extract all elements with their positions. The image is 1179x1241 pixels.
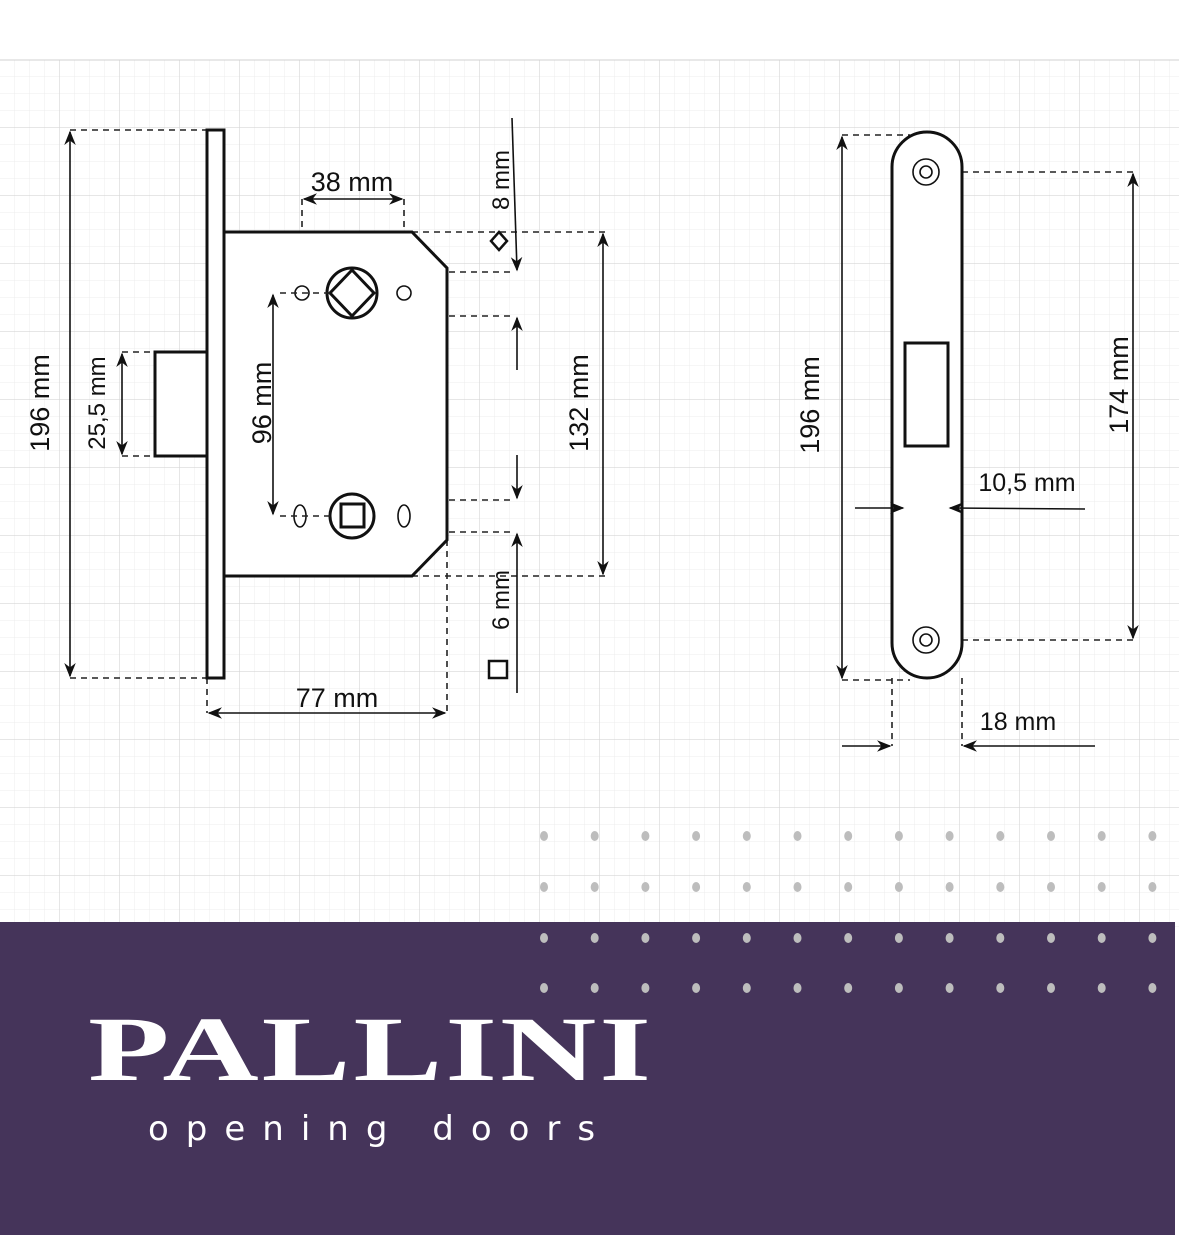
decorative-dot	[996, 882, 1005, 892]
decorative-dot	[996, 831, 1005, 841]
decorative-dot	[1047, 933, 1055, 943]
decorative-dot	[793, 983, 802, 993]
decorative-dot	[844, 933, 853, 943]
decorative-dot	[1047, 983, 1055, 993]
screw-hole-top	[912, 158, 940, 186]
spindle-square-label: 8 mm	[488, 150, 515, 210]
decorative-dot	[742, 983, 751, 993]
decorative-dot	[1097, 983, 1106, 993]
decorative-dot	[996, 933, 1005, 943]
decorative-dot	[945, 882, 954, 892]
decorative-dot	[590, 983, 599, 993]
handle-cylinder-distance-label: 96 mm	[247, 362, 277, 445]
decorative-dot	[1097, 933, 1106, 943]
latch-width-label: 10,5 mm	[978, 469, 1075, 497]
lock-body-side-view: 196 mm 25,5 mm 38 mm 8 mm 96 mm 132 mm 6…	[25, 117, 609, 719]
brand-panel	[0, 922, 1175, 1235]
grid-background	[0, 59, 1179, 930]
spindle-hole	[325, 266, 379, 320]
decorative-dot	[742, 882, 751, 892]
decorative-dot	[540, 831, 548, 841]
decorative-dot	[692, 933, 701, 943]
decorative-dot	[742, 831, 751, 841]
diamond-symbol-icon	[489, 230, 509, 252]
decorative-dot	[793, 933, 802, 943]
decorative-dot	[894, 882, 903, 892]
decorative-dot	[540, 882, 548, 892]
decorative-dot	[1047, 882, 1055, 892]
decorative-dot	[641, 933, 650, 943]
decorative-dot	[540, 983, 548, 993]
screw-distance-label: 174 mm	[1104, 336, 1134, 434]
decorative-dot	[894, 983, 903, 993]
brand-logo: PALLINI	[88, 998, 654, 1100]
body-height-label: 132 mm	[564, 354, 594, 452]
dot-pattern	[540, 831, 1157, 993]
decorative-dot	[692, 831, 701, 841]
screw-hole-bottom	[912, 626, 940, 654]
backset-label: 38 mm	[311, 167, 394, 197]
faceplate-width-label: 18 mm	[980, 708, 1056, 736]
dimension-arrows	[64, 117, 609, 719]
decorative-dot	[1148, 882, 1157, 892]
square-symbol-icon	[487, 659, 509, 680]
front-total-height-label: 196 mm	[795, 356, 825, 454]
decorative-dot	[1047, 831, 1055, 841]
total-height-label: 196 mm	[25, 354, 55, 452]
cylinder-square-label: 6 mm	[488, 570, 515, 630]
decorative-dot	[742, 933, 751, 943]
screw-hole	[397, 504, 411, 528]
decorative-dot	[590, 882, 599, 892]
decorative-dot	[1097, 831, 1106, 841]
cylinder-hole	[328, 492, 376, 540]
decorative-dot	[590, 831, 599, 841]
decorative-dot	[540, 933, 548, 943]
decorative-dot	[1097, 882, 1106, 892]
decorative-dot	[945, 983, 954, 993]
decorative-dot	[793, 831, 802, 841]
decorative-dot	[1148, 831, 1157, 841]
front-dimension-arrows	[836, 135, 1139, 752]
brand-tagline: opening doors	[148, 1109, 612, 1149]
decorative-dot	[945, 933, 954, 943]
decorative-dot	[844, 882, 853, 892]
faceplate-front-view: 196 mm 174 mm 10,5 mm 18 mm	[795, 130, 1139, 752]
body-depth-label: 77 mm	[296, 683, 379, 713]
decorative-dot	[793, 882, 802, 892]
decorative-dot	[1148, 933, 1157, 943]
decorative-dot	[692, 983, 701, 993]
decorative-dot	[641, 882, 650, 892]
screw-hole	[396, 285, 412, 301]
latch-height-label: 25,5 mm	[84, 356, 111, 449]
decorative-dot	[844, 983, 853, 993]
decorative-dot	[945, 831, 954, 841]
decorative-dot	[692, 882, 701, 892]
decorative-dot	[641, 831, 650, 841]
decorative-dot	[996, 983, 1005, 993]
decorative-dot	[590, 933, 599, 943]
decorative-dot	[641, 983, 650, 993]
decorative-dot	[844, 831, 853, 841]
decorative-dot	[894, 831, 903, 841]
faceplate	[205, 128, 226, 680]
decorative-dot	[894, 933, 903, 943]
latch-bolt	[153, 350, 209, 458]
decorative-dot	[1148, 983, 1157, 993]
latch-slot	[903, 341, 950, 448]
